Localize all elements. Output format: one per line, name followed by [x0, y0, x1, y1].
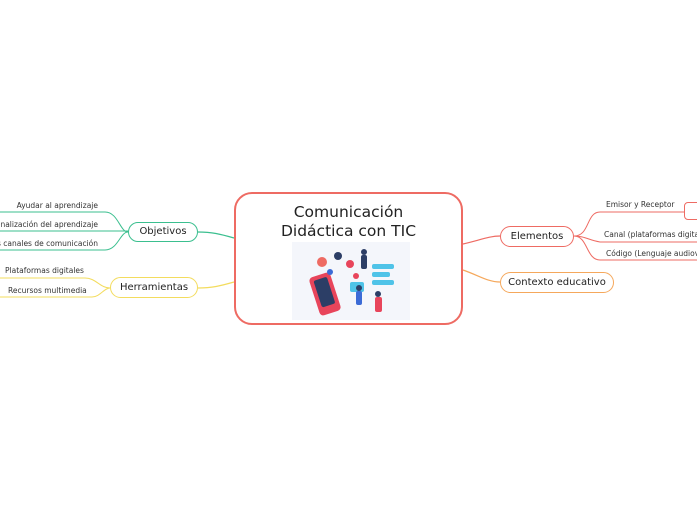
elementos-node[interactable]: Elementos — [500, 226, 574, 247]
herramientas-item-2[interactable]: Recursos multimedia — [8, 286, 87, 295]
elementos-item-2[interactable]: Canal (plataformas digitale — [604, 230, 697, 239]
objetivos-item-3[interactable]: los canales de comunicación — [0, 239, 98, 248]
herramientas-node[interactable]: Herramientas — [110, 277, 198, 298]
objetivos-label: Objetivos — [139, 226, 187, 237]
communication-illustration — [292, 242, 410, 320]
objetivos-item-2[interactable]: Personalización del aprendizaje — [0, 220, 98, 229]
contexto-educativo-node[interactable]: Contexto educativo — [500, 272, 614, 293]
objetivos-item-1[interactable]: Ayudar al aprendizaje — [16, 201, 98, 210]
central-title: Comunicación Didáctica con TIC — [236, 203, 461, 241]
herramientas-label: Herramientas — [119, 282, 189, 293]
central-topic[interactable]: Comunicación Didáctica con TIC — [234, 192, 463, 325]
elementos-item-1[interactable]: Emisor y Receptor — [606, 200, 675, 209]
emisor-receptor-child-node[interactable] — [684, 202, 697, 220]
elementos-item-3[interactable]: Código (Lenguaje audiovis — [606, 249, 697, 258]
central-title-line-1: Comunicación — [293, 203, 404, 221]
herramientas-item-1[interactable]: Plataformas digitales — [5, 266, 84, 275]
objetivos-node[interactable]: Objetivos — [128, 222, 198, 242]
central-title-line-2: Didáctica con TIC — [280, 222, 417, 240]
contexto-educativo-label: Contexto educativo — [508, 277, 606, 288]
elementos-label: Elementos — [510, 231, 564, 242]
